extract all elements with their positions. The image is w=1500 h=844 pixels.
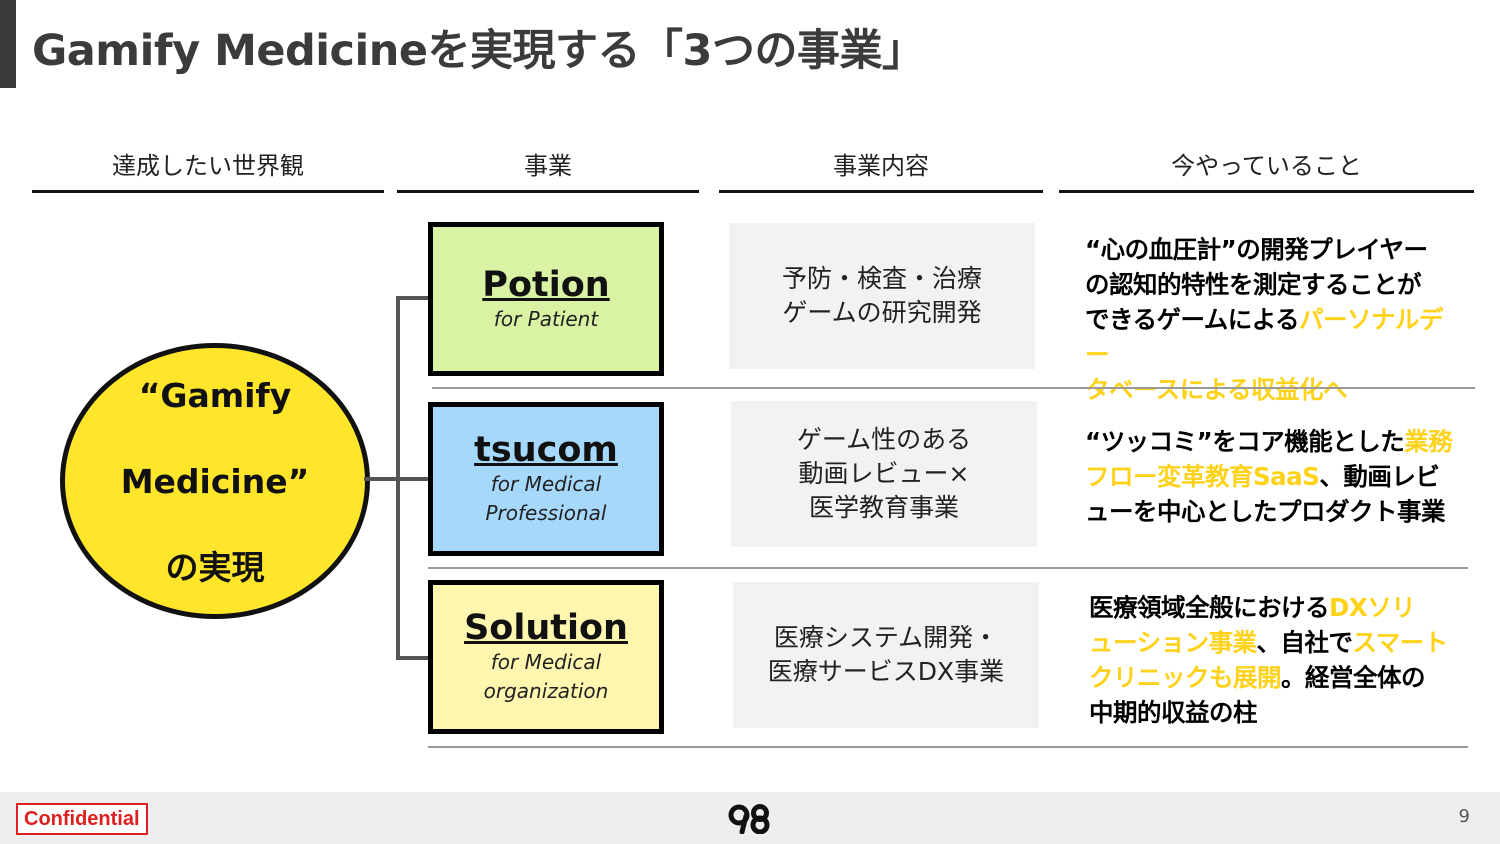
- business-target: for Medical organization: [483, 650, 609, 703]
- current-activity-tsucom: “ツッコミ”をコア機能とした業務 フロー変革教育SaaS、動画レビ ューを中心と…: [1085, 424, 1465, 529]
- page-title: Gamify Medicineを実現する「3つの事業」: [32, 26, 925, 76]
- current-highlight: DXソリ: [1329, 593, 1416, 622]
- confidential-badge: Confidential: [16, 803, 148, 835]
- current-text: 医療領域全般における: [1089, 593, 1330, 622]
- footer-bar: [0, 792, 1500, 844]
- vision-circle: “Gamify Medicine” の実現: [60, 343, 370, 619]
- content-line: ゲームの研究開発: [782, 298, 982, 327]
- business-box-tsucom: tsucom for Medical Professional: [428, 402, 664, 556]
- vision-line-3: の実現: [165, 547, 265, 587]
- current-text: “ツッコミ”をコア機能とした: [1085, 427, 1405, 456]
- column-header-business: 事業: [397, 148, 699, 193]
- current-text: 。経営全体の: [1281, 663, 1426, 692]
- connector-solution: [396, 656, 430, 660]
- row-separator: [432, 387, 1475, 389]
- content-box-potion: 予防・検査・治療 ゲームの研究開発: [729, 223, 1035, 369]
- row-separator: [428, 567, 1468, 569]
- current-highlight: 業務: [1404, 427, 1453, 456]
- business-name: Solution: [464, 608, 628, 648]
- vision-line-1: “Gamify: [138, 375, 292, 415]
- connector-tsucom: [396, 477, 430, 481]
- current-text: できるゲームによる: [1085, 305, 1300, 334]
- business-box-solution: Solution for Medical organization: [428, 580, 664, 734]
- current-line: 中期的収益の柱: [1089, 698, 1258, 727]
- content-line: 動画レビュー×: [798, 459, 970, 488]
- content-box-solution: 医療システム開発・ 医療サービスDX事業: [733, 582, 1039, 728]
- content-line: 医療システム開発・: [773, 623, 999, 652]
- business-name: Potion: [482, 264, 610, 305]
- row-separator: [428, 746, 1468, 748]
- column-header-current: 今やっていること: [1059, 148, 1474, 193]
- content-line: 医学教育事業: [808, 493, 959, 522]
- current-highlight: フロー変革教育SaaS: [1085, 462, 1320, 491]
- business-target: for Patient: [493, 306, 599, 331]
- business-box-potion: Potion for Patient: [428, 222, 664, 376]
- vision-line-2: Medicine”: [120, 461, 310, 501]
- column-header-content: 事業内容: [719, 148, 1043, 193]
- current-text: 、動画レビ: [1319, 462, 1440, 491]
- current-highlight: タベースによる収益化へ: [1085, 375, 1348, 404]
- content-box-tsucom: ゲーム性のある 動画レビュー× 医学教育事業: [731, 401, 1037, 547]
- business-target: for Medical Professional: [485, 472, 607, 525]
- current-highlight: スマート: [1352, 628, 1449, 657]
- title-accent-bar: [0, 0, 16, 88]
- current-text: 、自社で: [1256, 628, 1354, 657]
- connector-potion: [396, 296, 430, 300]
- column-header-vision: 達成したい世界観: [32, 148, 384, 193]
- page-number: 9: [1458, 806, 1470, 827]
- current-line: の認知的特性を測定することが: [1085, 270, 1422, 299]
- content-line: 予防・検査・治療: [781, 264, 982, 293]
- business-name: tsucom: [474, 430, 618, 470]
- content-line: 医療サービスDX事業: [767, 657, 1005, 686]
- current-highlight: パーソナルデー: [1085, 305, 1444, 369]
- current-activity-potion: “心の血圧計”の開発プレイヤー の認知的特性を測定することが できるゲームによる…: [1085, 232, 1465, 407]
- current-line: ューを中心としたプロダクト事業: [1085, 497, 1446, 526]
- current-line: “心の血圧計”の開発プレイヤー: [1085, 235, 1428, 264]
- current-activity-solution: 医療領域全般におけるDXソリ ューション事業、自社でスマート クリニックも展開。…: [1089, 590, 1469, 730]
- connector-main: [364, 477, 398, 481]
- current-highlight: クリニックも展開: [1089, 663, 1282, 692]
- company-logo: [728, 804, 772, 835]
- current-highlight: ューション事業: [1089, 628, 1257, 657]
- content-line: ゲーム性のある: [796, 425, 972, 454]
- vision-text: “Gamify Medicine” の実現: [121, 331, 310, 632]
